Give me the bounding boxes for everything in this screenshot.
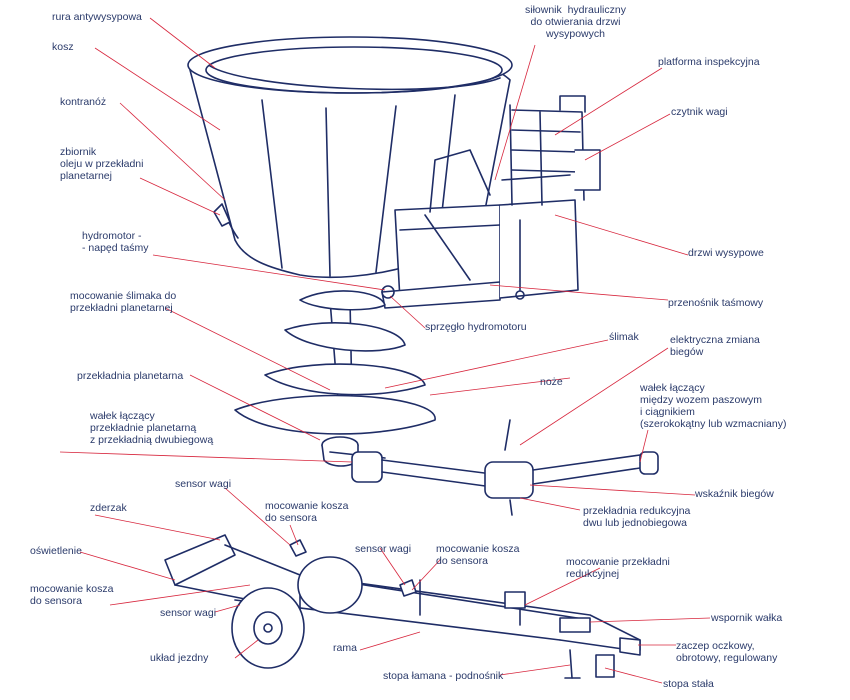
label-sensor-wagi-left: sensor wagi <box>160 607 217 619</box>
leader-lines <box>59 17 711 684</box>
label-noze: noże <box>540 376 563 388</box>
label-zbiornik-oleju: zbiornik oleju w przekładni planetarnej <box>60 146 144 182</box>
label-oswietlenie: oświetlenie <box>30 545 82 557</box>
label-mocowanie-kosza-left: mocowanie kosza do sensora <box>30 583 114 607</box>
label-drzwi-wysypowe: drzwi wysypowe <box>688 247 764 259</box>
label-slimak: ślimak <box>609 331 639 343</box>
label-walek-laczacy-ciagnik: wałek łączący między wozem paszowym i ci… <box>640 382 787 430</box>
label-uklad-jezdny: układ jezdny <box>150 652 209 664</box>
label-mocowanie-przekladni: mocowanie przekładni redukcyjnej <box>566 556 670 580</box>
label-sensor-wagi-top: sensor wagi <box>175 478 232 490</box>
label-rama: rama <box>333 642 357 654</box>
label-silownik-hydrauliczny: siłownik hydrauliczny do otwierania drzw… <box>525 4 626 40</box>
label-sensor-wagi-mid: sensor wagi <box>355 543 412 555</box>
label-stopa-lamana: stopa łamana - podnośnik <box>383 670 504 682</box>
label-kontranoz: kontranóż <box>60 96 107 108</box>
label-mocowanie-kosza-top: mocowanie kosza do sensora <box>265 500 349 524</box>
wheels <box>231 556 363 669</box>
label-przekladnia-redukcyjna: przekładnia redukcyjna dwu lub jednobieg… <box>583 505 691 529</box>
label-wspornik-walka: wspornik wałka <box>711 612 783 624</box>
label-platforma-inspekcyjna: platforma inspekcyjna <box>658 56 760 68</box>
label-mocowanie-kosza-mid: mocowanie kosza do sensora <box>436 543 520 567</box>
label-czytnik-wagi: czytnik wagi <box>671 106 728 118</box>
label-rura-antywysypowa: rura antywysypowa <box>52 11 142 23</box>
label-przenosnik-tasmowy: przenośnik taśmowy <box>668 297 764 309</box>
label-hydromotor: hydromotor - - napęd taśmy <box>82 230 149 254</box>
label-sprzeglo-hydromotoru: sprzęgło hydromotoru <box>425 321 527 333</box>
discharge-door-conveyor <box>381 95 601 309</box>
label-zderzak: zderzak <box>90 502 127 514</box>
label-kosz: kosz <box>52 41 74 53</box>
label-przekladnia-planetarna: przekładnia planetarna <box>77 370 184 382</box>
label-wskaznik-biegow: wskaźnik biegów <box>695 488 774 500</box>
label-mocowanie-slimaka: mocowanie ślimaka do przekładni planetar… <box>70 290 177 314</box>
label-elektryczna-zmiana: elektryczna zmiana biegów <box>670 334 760 358</box>
label-stopa-stala: stopa stała <box>663 678 714 690</box>
label-walek-laczacy-planetarna: wałek łączący przekładnie planetarną z p… <box>90 410 214 446</box>
drive-shaft-gearbox <box>329 419 659 516</box>
label-zaczep: zaczep oczkowy, obrotowy, regulowany <box>676 640 778 664</box>
auger <box>234 290 436 467</box>
